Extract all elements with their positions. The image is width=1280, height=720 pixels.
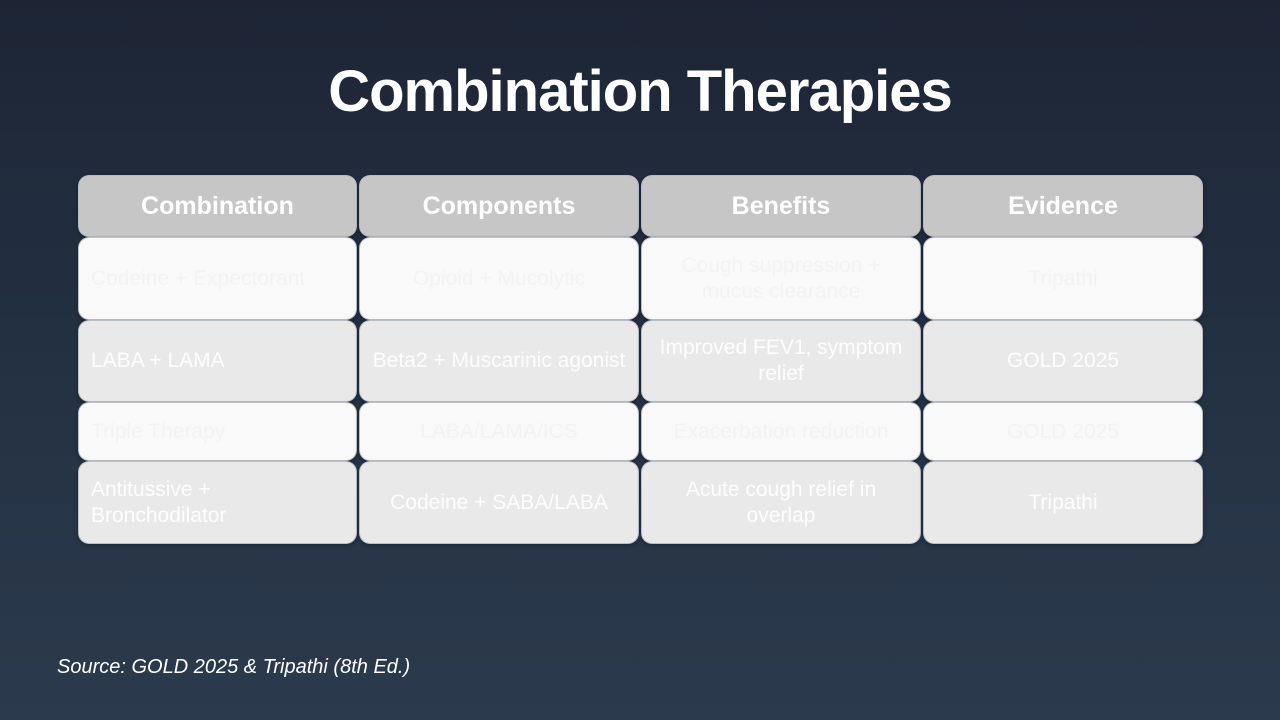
cell-combination: Antitussive + Bronchodilator xyxy=(78,461,357,544)
cell-components: Codeine + SABA/LABA xyxy=(359,461,639,544)
cell-benefits: Acute cough relief in overlap xyxy=(641,461,921,544)
cell-combination: Triple Therapy xyxy=(78,402,357,461)
cell-evidence: Tripathi xyxy=(923,461,1203,544)
cell-components: LABA/LAMA/ICS xyxy=(359,402,639,461)
cell-benefits: Cough suppression + mucus clearance xyxy=(641,237,921,320)
cell-evidence: Tripathi xyxy=(923,237,1203,320)
header-benefits: Benefits xyxy=(641,175,921,237)
cell-components: Opioid + Mucolytic xyxy=(359,237,639,320)
cell-combination: LABA + LAMA xyxy=(78,320,357,402)
cell-evidence: GOLD 2025 xyxy=(923,320,1203,402)
cell-benefits: Exacerbation reduction xyxy=(641,402,921,461)
source-citation: Source: GOLD 2025 & Tripathi (8th Ed.) xyxy=(57,656,411,678)
header-components: Components xyxy=(359,175,639,237)
cell-components: Beta2 + Muscarinic agonist xyxy=(359,320,639,402)
combination-table: Combination Components Benefits Evidence… xyxy=(77,175,1204,544)
cell-evidence: GOLD 2025 xyxy=(923,402,1203,461)
header-evidence: Evidence xyxy=(923,175,1203,237)
slide-title: Combination Therapies xyxy=(328,59,953,124)
cell-combination: Codeine + Expectorant xyxy=(78,237,357,320)
cell-benefits: Improved FEV1, symptom relief xyxy=(641,320,921,402)
header-combination: Combination xyxy=(78,175,357,237)
